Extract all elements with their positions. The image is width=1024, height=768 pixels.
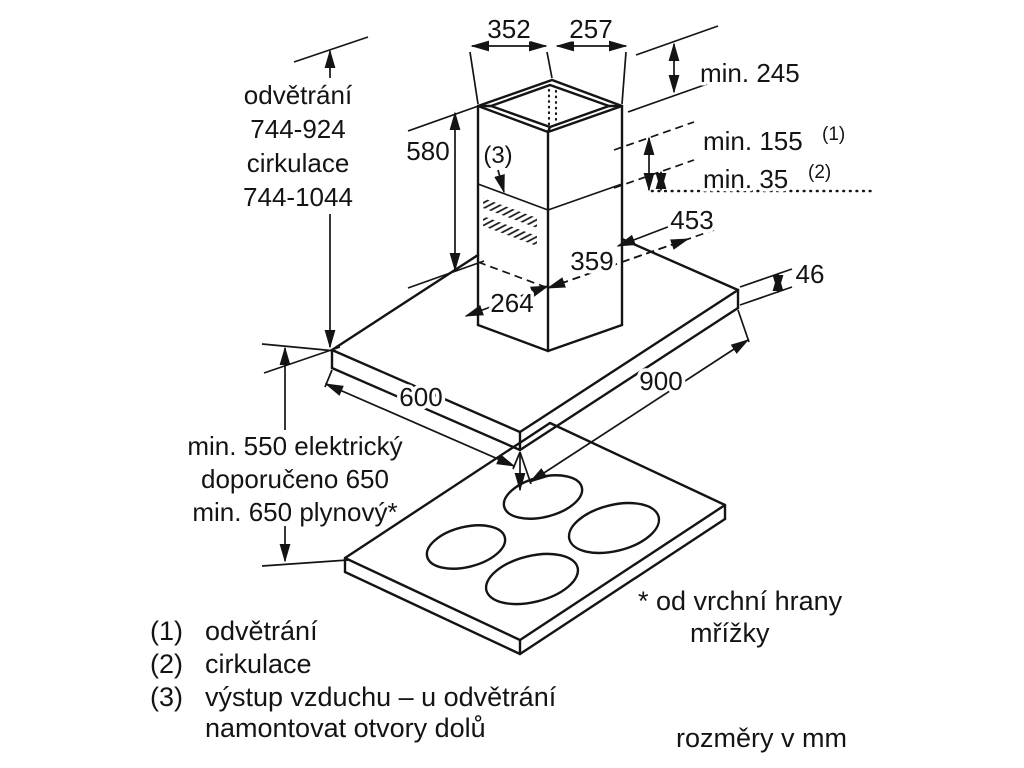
burner bbox=[502, 474, 584, 520]
legend-2-label: cirkulace bbox=[205, 649, 312, 679]
dim-clearances-155-35: min. 155 (1) min. 35 (2) bbox=[613, 121, 878, 198]
label-264: 264 bbox=[490, 288, 533, 318]
label-sup-2: (2) bbox=[808, 162, 831, 183]
burner bbox=[567, 501, 661, 555]
label-900: 900 bbox=[639, 366, 682, 396]
legend: (1) odvětrání (2) cirkulace (3) výstup v… bbox=[147, 613, 561, 747]
label-odvetrani: odvětrání bbox=[244, 80, 353, 110]
legend-3-label-line2: namontovat otvory dolů bbox=[205, 713, 486, 743]
label-744-1044: 744-1044 bbox=[243, 182, 353, 212]
label-580: 580 bbox=[406, 136, 449, 166]
units-note: rozměry v mm bbox=[676, 723, 847, 753]
footnote: * od vrchní hrany mřížky bbox=[635, 583, 847, 652]
dim-453: 453 bbox=[616, 202, 717, 247]
air-outlet-grille bbox=[483, 216, 537, 246]
legend-2-num: (2) bbox=[150, 649, 183, 679]
label-cirkulace: cirkulace bbox=[247, 148, 350, 178]
footnote-line1: * od vrchní hrany bbox=[638, 586, 843, 616]
legend-1-num: (1) bbox=[150, 616, 183, 646]
label-min-155: min. 155 bbox=[703, 126, 803, 156]
dim-352: 352 bbox=[469, 11, 553, 105]
label-453: 453 bbox=[670, 205, 713, 235]
label-doporuceno-650: doporučeno 650 bbox=[201, 464, 389, 494]
label-min-650: min. 650 plynový* bbox=[192, 497, 397, 527]
telescopic-joint-line bbox=[477, 183, 549, 211]
label-744-924: 744-924 bbox=[250, 114, 345, 144]
legend-1-label: odvětrání bbox=[205, 616, 318, 646]
label-46: 46 bbox=[796, 259, 825, 289]
air-outlet-grille bbox=[483, 198, 537, 228]
footnote-line2: mřížky bbox=[690, 618, 770, 648]
burner bbox=[484, 552, 580, 606]
label-257: 257 bbox=[569, 14, 612, 44]
telescopic-joint-line bbox=[547, 183, 623, 211]
dim-900: 900 bbox=[519, 309, 750, 485]
dim-46: 46 bbox=[739, 256, 828, 306]
dim-257: 257 bbox=[555, 11, 628, 105]
vent-callout-3: (3) bbox=[480, 139, 516, 194]
dim-min-245: min. 245 bbox=[627, 25, 803, 113]
label-min-550: min. 550 elektrický bbox=[187, 431, 402, 461]
label-min-245: min. 245 bbox=[700, 58, 800, 88]
dim-359: 359 bbox=[546, 238, 690, 289]
dim-600: 600 bbox=[324, 369, 521, 470]
label-sup-1: (1) bbox=[822, 124, 845, 145]
burner bbox=[425, 524, 507, 570]
dim-height-range-744: odvětrání 744-924 cirkulace 744-1044 bbox=[240, 36, 369, 374]
hood-canopy bbox=[330, 237, 740, 452]
label-min-35: min. 35 bbox=[703, 164, 788, 194]
dim-mounting-height: min. 550 elektrický doporučeno 650 min. … bbox=[184, 343, 406, 567]
legend-3-label: výstup vzduchu – u odvětrání bbox=[205, 682, 557, 712]
cooktop bbox=[343, 421, 727, 656]
label-359: 359 bbox=[570, 246, 613, 276]
legend-3-num: (3) bbox=[150, 682, 183, 712]
label-600: 600 bbox=[399, 382, 442, 412]
label-352: 352 bbox=[487, 14, 530, 44]
label-vent-3: (3) bbox=[483, 142, 512, 169]
dim-264: 264 bbox=[464, 285, 550, 322]
dim-580: 580 bbox=[403, 103, 485, 289]
